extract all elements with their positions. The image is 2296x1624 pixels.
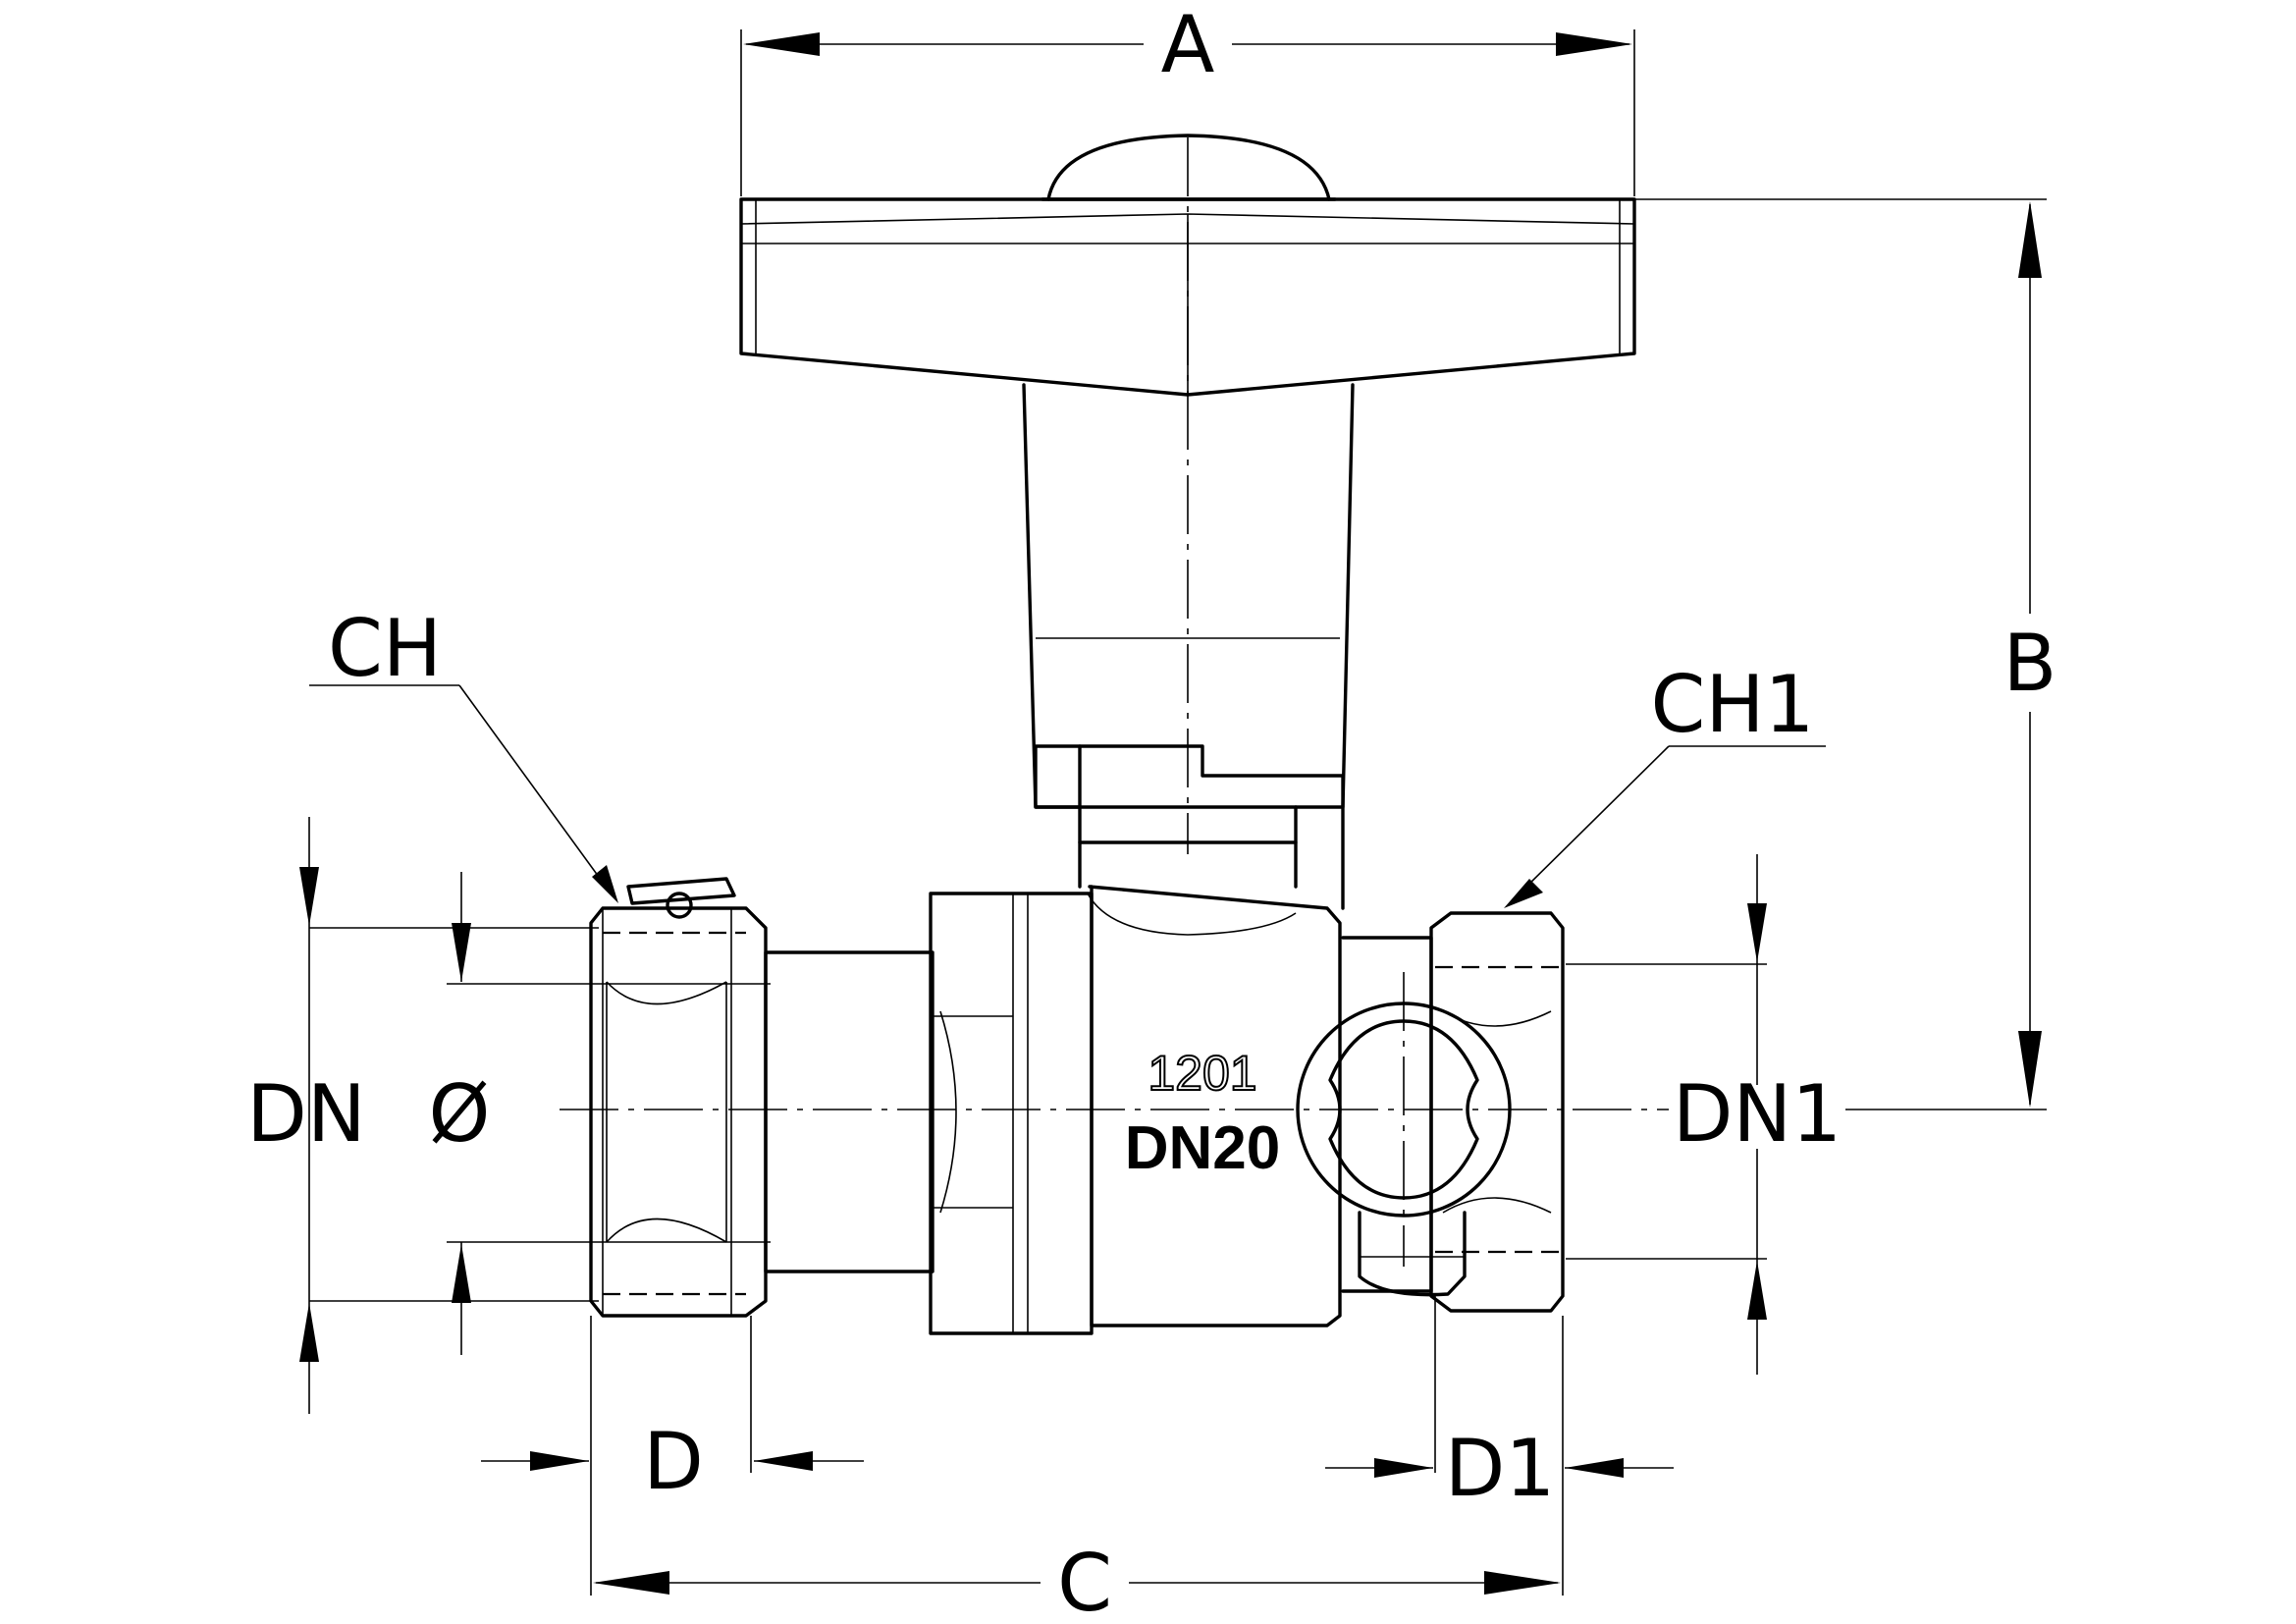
dimension-d1: D1: [1325, 1296, 1674, 1514]
dimension-b-label: B: [2003, 618, 2057, 709]
body-size-text: DN20: [1125, 1114, 1281, 1182]
dimension-d: D: [481, 1316, 864, 1507]
dimension-diameter: Ø: [429, 872, 771, 1355]
ch1-leader: CH1: [1504, 659, 1826, 908]
dimension-diameter-label: Ø: [429, 1068, 491, 1160]
stem-neck: [1078, 774, 1345, 910]
dimension-a-label: A: [1161, 0, 1215, 90]
dimension-dn1-label: DN1: [1673, 1068, 1842, 1160]
body-code-text: 1201: [1148, 1046, 1256, 1101]
ch-label: CH: [328, 603, 442, 694]
body-marking: 1201 DN20: [1125, 1045, 1281, 1182]
dimension-d-label: D: [643, 1416, 704, 1507]
valve-handle: [739, 134, 1636, 397]
right-hex-fitting: [1341, 911, 1565, 1313]
dimension-dn-label: DN: [246, 1068, 365, 1160]
dimension-c: C: [590, 1316, 1564, 1624]
dimension-a: A: [740, 0, 1635, 196]
left-union: [589, 877, 934, 1318]
valve-body: [929, 885, 1342, 1335]
dimension-dn: DN: [246, 817, 599, 1414]
ch1-label: CH1: [1651, 659, 1815, 750]
ch-leader: CH: [309, 603, 618, 903]
dimension-d1-label: D1: [1445, 1423, 1556, 1514]
dimension-c-label: C: [1057, 1538, 1112, 1624]
dimension-dn1: DN1: [1566, 854, 1842, 1375]
dimension-b: B: [1634, 198, 2057, 1110]
